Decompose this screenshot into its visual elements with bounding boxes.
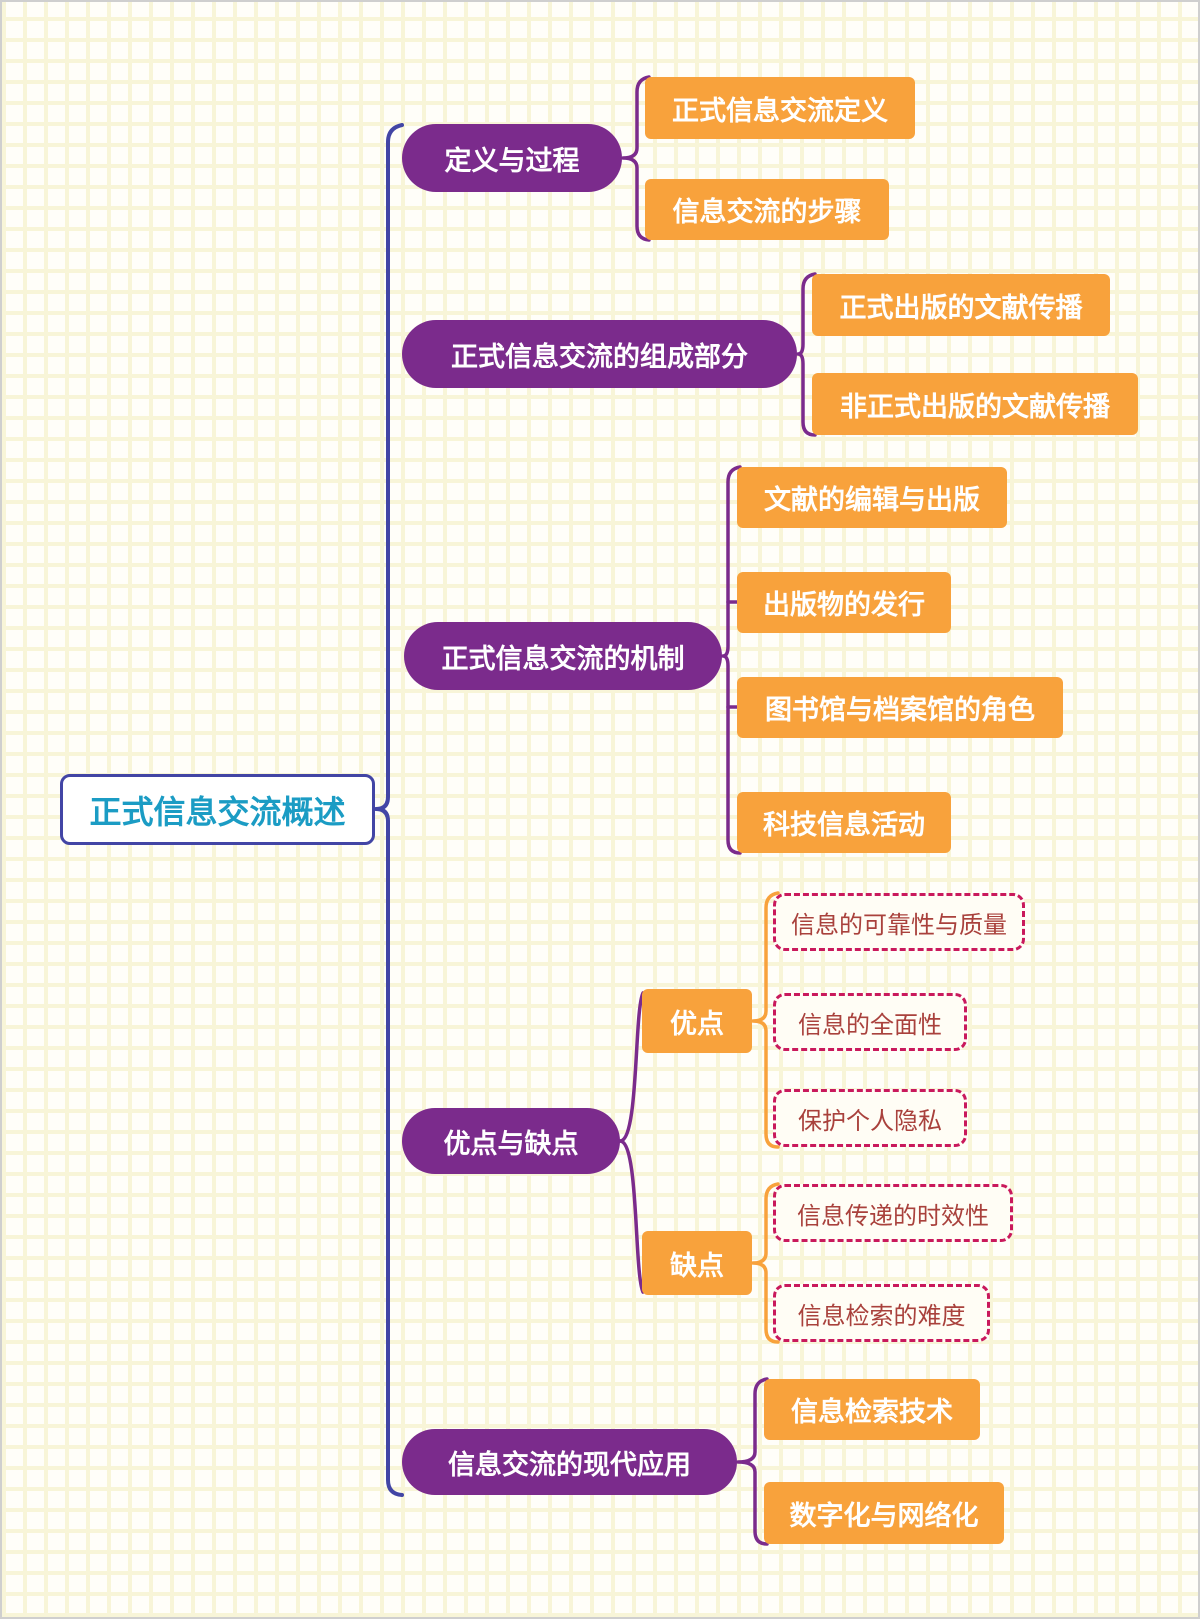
child-reliability-quality[interactable]: 信息的可靠性与质量 [773,893,1025,951]
leaf-label: 非正式出版的文献传播 [840,391,1110,423]
child-publication-distribution[interactable]: 出版物的发行 [737,572,951,633]
leaf-label: 文献的编辑与出版 [764,485,980,516]
leaf-label: 数字化与网络化 [789,1500,979,1532]
curve-pros [618,991,645,1143]
child-digitalization-networking[interactable]: 数字化与网络化 [764,1482,1004,1544]
dashed-label: 信息的全面性 [798,1010,942,1039]
child-editing-publishing[interactable]: 文献的编辑与出版 [737,467,1007,528]
child-formal-publication[interactable]: 正式出版的文献传播 [812,274,1110,336]
subtopic-label: 优点 [670,1008,724,1040]
child-retrieval-difficulty[interactable]: 信息检索的难度 [773,1284,990,1342]
leaf-label: 信息检索技术 [791,1397,953,1428]
leaf-label: 正式出版的文献传播 [839,292,1083,324]
child-scitech-info-activity[interactable]: 科技信息活动 [737,792,951,853]
child-informal-publication[interactable]: 非正式出版的文献传播 [812,373,1138,435]
leaf-label: 科技信息活动 [763,810,925,841]
dashed-label: 信息传递的时效性 [797,1201,989,1230]
root-label: 正式信息交流概述 [89,792,346,831]
curve-cons [618,1139,645,1294]
subtopic-label: 缺点 [670,1250,724,1282]
dashed-label: 信息检索的难度 [797,1301,966,1330]
child-formal-definition[interactable]: 正式信息交流定义 [645,77,915,139]
child-library-archive-role[interactable]: 图书馆与档案馆的角色 [737,677,1063,738]
leaf-label: 信息交流的步骤 [672,197,862,228]
branch-definition-process[interactable]: 定义与过程 [402,124,622,192]
branch-modern-applications[interactable]: 信息交流的现代应用 [402,1429,737,1495]
branch-pros-cons[interactable]: 优点与缺点 [402,1108,620,1174]
dashed-label: 保护个人隐私 [798,1106,942,1135]
child-timeliness[interactable]: 信息传递的时效性 [773,1184,1013,1242]
branch-label: 正式信息交流的机制 [441,643,685,675]
trunk-connector [374,123,404,1497]
dashed-label: 信息的可靠性与质量 [791,910,1007,939]
node-pros[interactable]: 优点 [642,989,752,1053]
leaf-label: 图书馆与档案馆的角色 [765,695,1035,726]
node-cons[interactable]: 缺点 [642,1231,752,1295]
child-comprehensiveness[interactable]: 信息的全面性 [773,993,967,1051]
branch-label: 正式信息交流的组成部分 [451,341,748,373]
leaf-label: 正式信息交流定义 [672,95,888,127]
branch-label: 信息交流的现代应用 [448,1449,691,1481]
branch-mechanism[interactable]: 正式信息交流的机制 [404,622,722,690]
child-retrieval-technology[interactable]: 信息检索技术 [764,1379,980,1440]
child-privacy-protection[interactable]: 保护个人隐私 [773,1089,967,1147]
root-node[interactable]: 正式信息交流概述 [60,774,375,845]
child-exchange-steps[interactable]: 信息交流的步骤 [645,179,889,240]
branch-label: 优点与缺点 [443,1128,579,1160]
branch-components[interactable]: 正式信息交流的组成部分 [402,320,797,388]
leaf-label: 出版物的发行 [763,590,925,621]
brace-modern-applications [736,1377,769,1546]
branch-label: 定义与过程 [444,145,580,177]
